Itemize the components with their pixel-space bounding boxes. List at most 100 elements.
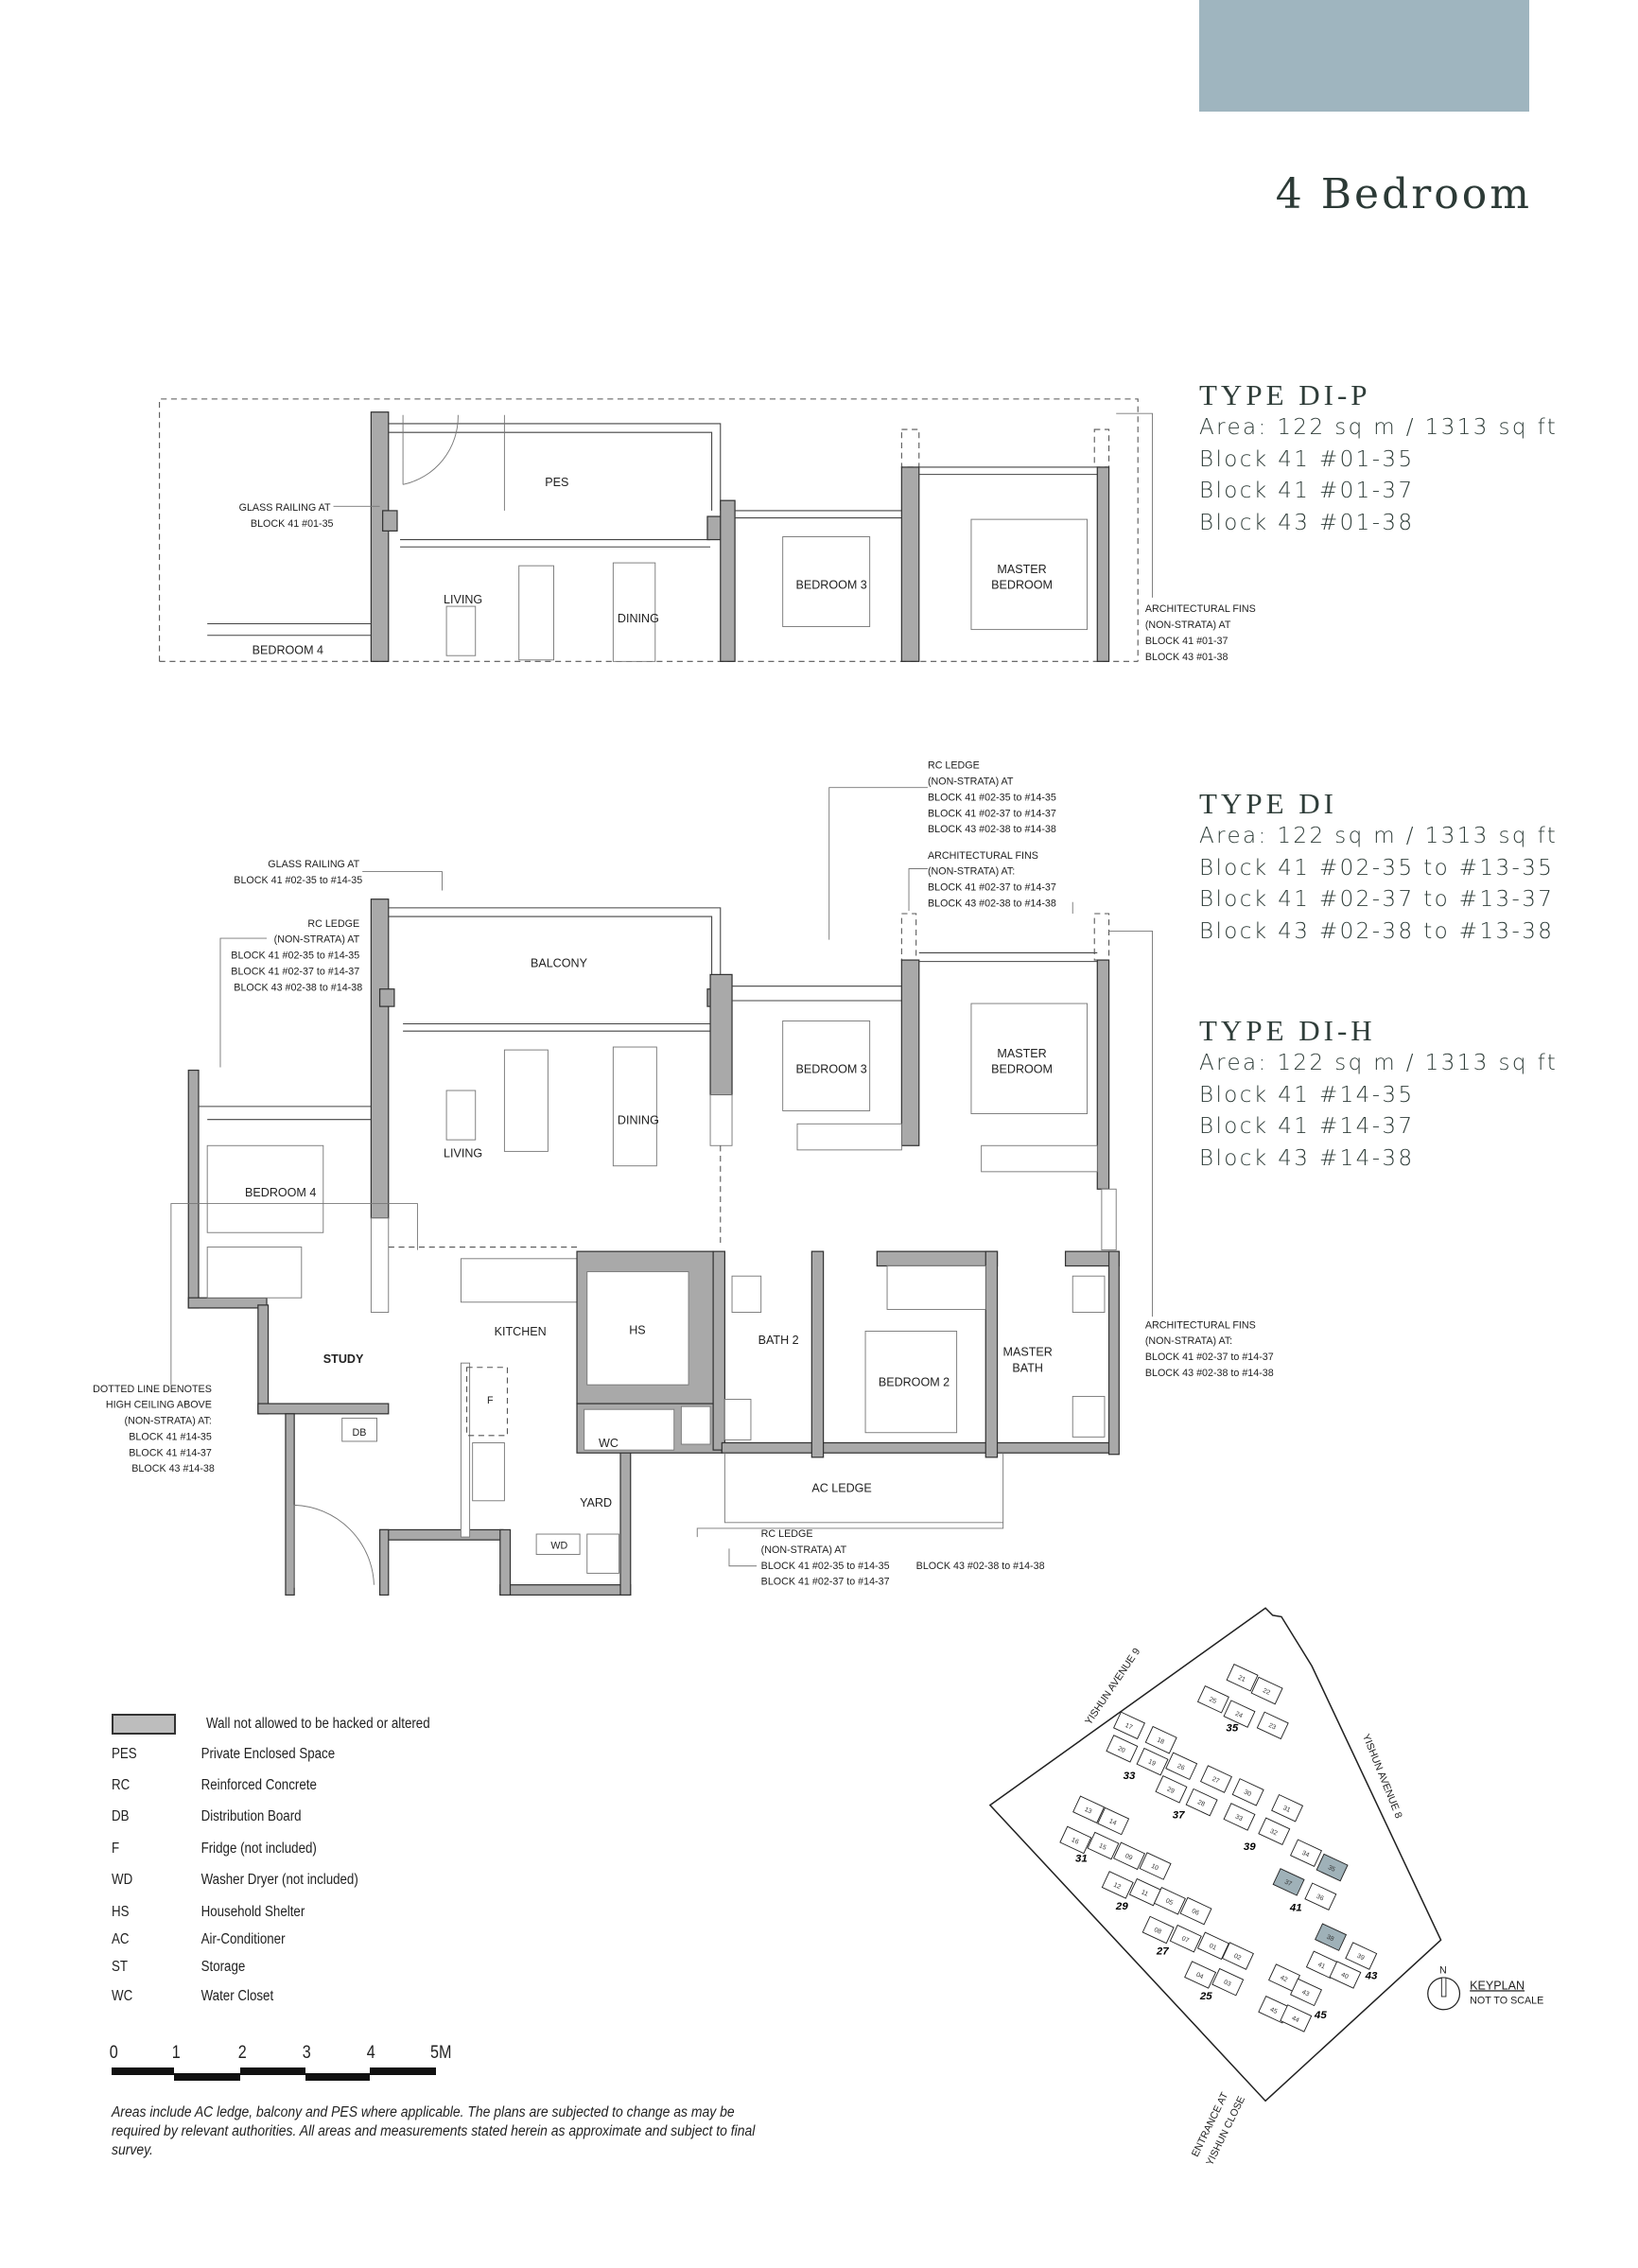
scale-bar: 0 1 2 3 4 5M: [110, 2043, 452, 2090]
keyplan-unit-highlighted: 37: [1272, 1868, 1305, 1896]
keyplan-unit: 22: [1250, 1676, 1283, 1705]
keyplan-unit-number: 15: [1098, 1842, 1107, 1852]
keyplan-unit-highlighted: 35: [1316, 1853, 1349, 1882]
keyplan-unit-number: 20: [1117, 1746, 1126, 1755]
keyplan-unit: 27: [1199, 1765, 1232, 1793]
type-area: Area: 122 sq m / 1313 sq ft: [1199, 1051, 1559, 1075]
type-unit: Block 41 #01-37: [1199, 479, 1415, 503]
type-unit: Block 43 #02-38 to #13-38: [1199, 918, 1555, 944]
keyplan-unit: 28: [1185, 1788, 1218, 1817]
keyplan-unit: 01: [1196, 1931, 1229, 1961]
keyplan-unit-number: 34: [1300, 1850, 1310, 1859]
keyplan-unit-number: 07: [1180, 1935, 1190, 1945]
legend-abbr: RC: [112, 1777, 131, 1793]
keyplan-block-number: 43: [1365, 1971, 1378, 1982]
keyplan-unit-number: 30: [1243, 1788, 1252, 1798]
keyplan-unit-number: 05: [1164, 1897, 1174, 1907]
keyplan-block-number: 45: [1314, 2010, 1327, 2021]
keyplan-unit: 25: [1196, 1684, 1229, 1714]
room-label-master-bath: BATH: [1012, 1361, 1043, 1374]
keyplan-unit-number: 36: [1316, 1893, 1325, 1903]
legend-abbr: DB: [112, 1808, 130, 1824]
page-title: 4 Bedroom: [1275, 170, 1532, 218]
room-label-pes: PES: [545, 476, 568, 489]
keyplan-unit-number: 03: [1223, 1979, 1232, 1988]
room-label-dining: DINING: [618, 1113, 659, 1126]
keyplan-block-number: 39: [1244, 1841, 1256, 1853]
room-label-balcony: BALCONY: [531, 957, 588, 970]
keyplan-unit-number: 38: [1325, 1934, 1334, 1944]
annotation-architectural-fins: ARCHITECTURAL FINS (NON-STRATA) AT BLOCK…: [1145, 603, 1259, 663]
floor-plan-di: BALCONY LIVING DINING BEDROOM 3 MASTER B…: [93, 760, 1274, 1596]
room-label-living: LIVING: [444, 1147, 482, 1160]
keyplan-unit: 09: [1113, 1841, 1146, 1871]
room-label-hs: HS: [629, 1324, 645, 1337]
keyplan-unit: 03: [1211, 1967, 1245, 1997]
floor-plan-di-p: PES LIVING DINING BEDROOM 3 MASTER BEDRO…: [159, 398, 1259, 663]
type-unit: Block 41 #02-37 to #13-37: [1199, 887, 1555, 912]
keyplan-unit: 20: [1106, 1735, 1139, 1763]
legend-description: Water Closet: [200, 1988, 274, 2004]
keyplan-subtitle: NOT TO SCALE: [1470, 1996, 1543, 2007]
room-label-study: STUDY: [323, 1352, 364, 1366]
keyplan-unit: 40: [1329, 1961, 1362, 1989]
room-label-bath-2: BATH 2: [758, 1334, 799, 1347]
legend-description: Distribution Board: [200, 1808, 302, 1824]
keyplan-unit: 24: [1223, 1700, 1256, 1728]
annotation-glass-railing: GLASS RAILING AT BLOCK 41 #02-35 to #14-…: [234, 859, 362, 886]
legend-description: Washer Dryer (not included): [200, 1872, 358, 1888]
road-label-yishun-avenue-8: YISHUN AVENUE 8: [1360, 1733, 1404, 1821]
keyplan-unit-number: 22: [1262, 1687, 1271, 1697]
road-label-yishun-avenue-9: YISHUN AVENUE 9: [1083, 1646, 1142, 1727]
room-label-bedroom-3: BEDROOM 3: [795, 1063, 866, 1076]
keyplan-unit: 44: [1280, 2004, 1313, 2032]
type-block-di-h: TYPE DI-H Area: 122 sq m / 1313 sq ft Bl…: [1199, 1014, 1558, 1175]
keyplan-unit-number: 23: [1267, 1722, 1277, 1732]
type-unit: Block 43 #14-38: [1199, 1145, 1415, 1171]
legend-description: Air-Conditioner: [200, 1931, 286, 1947]
keyplan-block-number: 25: [1199, 1991, 1212, 2002]
type-unit: Block 41 #01-35: [1199, 446, 1415, 472]
room-label-master-bedroom: MASTER: [997, 563, 1046, 576]
keyplan-unit-number: 43: [1300, 1989, 1310, 1998]
keyplan-unit: 15: [1087, 1831, 1120, 1860]
keyplan-unit: 43: [1290, 1978, 1323, 2007]
legend-abbr: HS: [112, 1904, 130, 1920]
room-label-bedroom-4: BEDROOM 4: [245, 1186, 316, 1199]
room-label-master-bedroom: BEDROOM: [991, 1063, 1053, 1076]
room-label-yard: YARD: [580, 1496, 612, 1509]
keyplan-unit-number: 33: [1234, 1814, 1244, 1823]
label-washer-dryer: WD: [550, 1540, 567, 1551]
room-label-master-bath: MASTER: [1003, 1346, 1053, 1359]
keyplan-unit-number: 12: [1112, 1882, 1122, 1892]
keyplan-block-number: 33: [1124, 1771, 1136, 1782]
legend-abbr: WD: [112, 1872, 133, 1888]
keyplan-unit-number: 28: [1196, 1799, 1206, 1808]
scale-tick: 5M: [429, 2043, 452, 2063]
scale-tick: 3: [302, 2043, 311, 2063]
keyplan-unit-number: 31: [1281, 1805, 1291, 1814]
keyplan-unit-number: 24: [1234, 1711, 1244, 1720]
keyplan-unit-number: 35: [1327, 1864, 1336, 1874]
keyplan-unit: 30: [1231, 1778, 1264, 1806]
label-db: DB: [352, 1427, 366, 1439]
type-unit: Block 43 #01-38: [1199, 510, 1415, 535]
annotation-glass-railing: GLASS RAILING AT BLOCK 41 #01-35: [239, 502, 334, 530]
keyplan-unit-number: 26: [1176, 1763, 1186, 1772]
room-label-master-bedroom: BEDROOM: [991, 579, 1053, 592]
keyplan-unit: 31: [1271, 1793, 1304, 1823]
keyplan-unit-number: 19: [1147, 1758, 1157, 1768]
type-block-di: TYPE DI Area: 122 sq m / 1313 sq ft Bloc…: [1199, 787, 1558, 948]
type-name: TYPE DI-H: [1199, 1014, 1376, 1047]
keyplan-unit: 39: [1345, 1942, 1378, 1970]
keyplan-unit: 06: [1179, 1896, 1212, 1926]
keyplan-unit: 12: [1101, 1871, 1134, 1899]
legend-description: Reinforced Concrete: [200, 1777, 317, 1793]
legend-wall-swatch: [112, 1714, 176, 1735]
keyplan-unit-number: 39: [1356, 1953, 1366, 1963]
keyplan-unit: 10: [1139, 1852, 1172, 1880]
annotation-rc-ledge-top: RC LEDGE (NON-STRATA) AT BLOCK 41 #02-35…: [928, 760, 1059, 835]
keyplan-unit: 34: [1290, 1839, 1323, 1868]
